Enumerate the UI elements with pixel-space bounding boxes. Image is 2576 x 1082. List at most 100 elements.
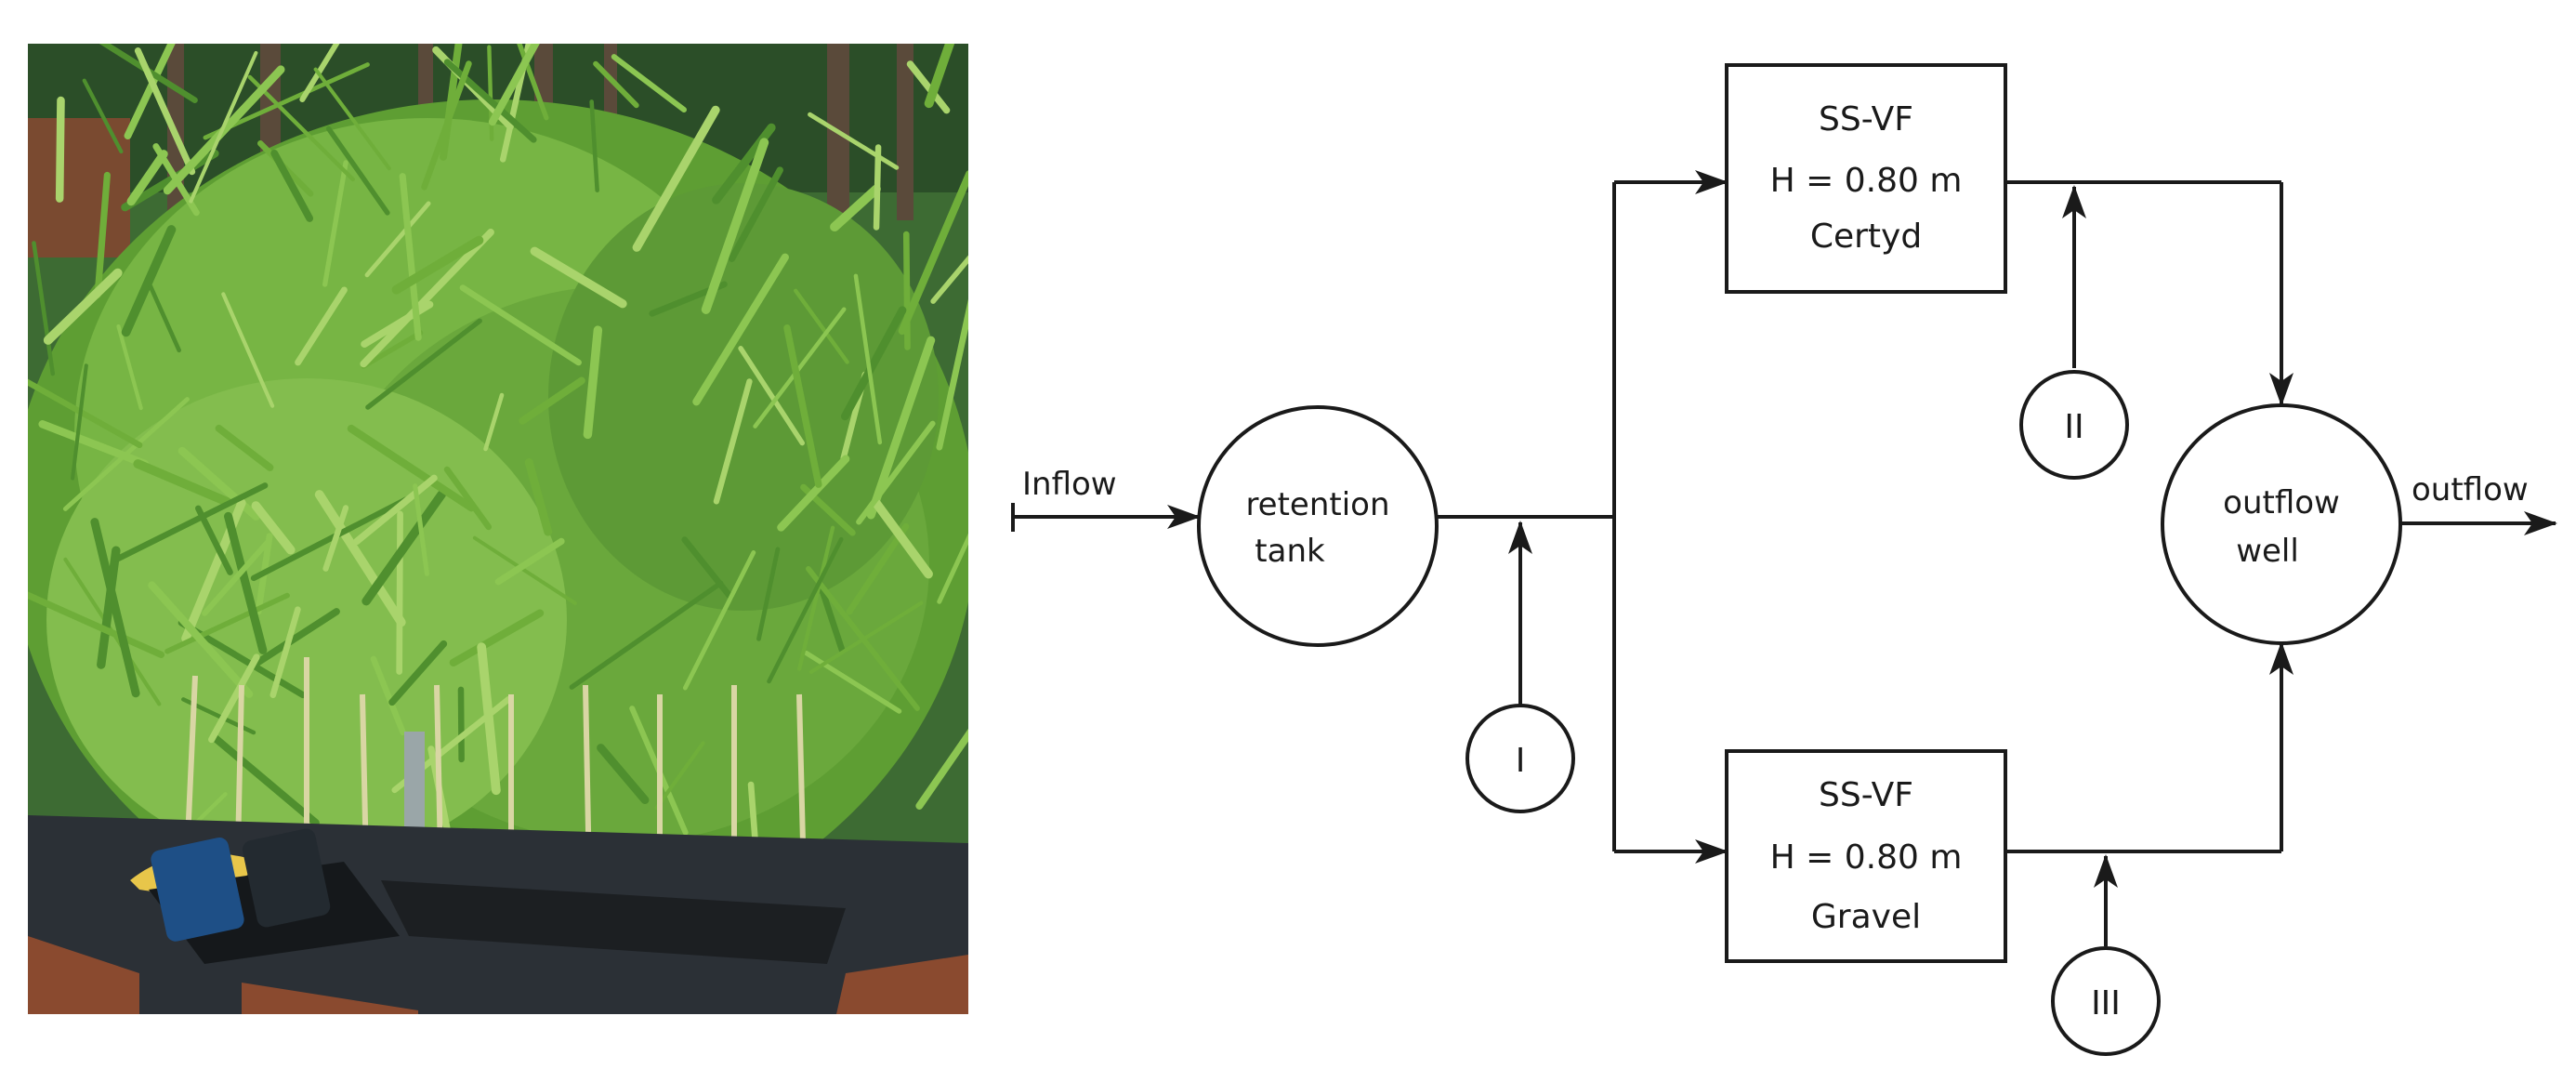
reed-leaf bbox=[94, 171, 111, 299]
reed-leaf bbox=[915, 728, 968, 810]
reed-leaf bbox=[830, 184, 881, 232]
reed-leaf bbox=[924, 44, 955, 109]
reed-leaf bbox=[593, 60, 639, 109]
reed-leaf bbox=[783, 324, 822, 488]
inflow-label: Inflow bbox=[1022, 466, 1117, 503]
reed-leaf bbox=[519, 376, 585, 425]
reed-leaf bbox=[121, 225, 177, 337]
reed-leaf bbox=[116, 323, 143, 411]
reed-leaf bbox=[90, 518, 140, 698]
reed-leaf bbox=[806, 566, 920, 711]
reed-leaf bbox=[361, 490, 446, 606]
nodes bbox=[1197, 63, 2402, 1056]
sample-point-I-label: I bbox=[1516, 742, 1526, 780]
reed-leaf bbox=[189, 50, 258, 204]
reed-leaf bbox=[148, 581, 254, 698]
reed-leaf bbox=[251, 501, 296, 555]
reed-leaf bbox=[347, 424, 476, 512]
reed-leaf bbox=[459, 284, 582, 366]
meter-device-1 bbox=[151, 838, 244, 942]
wooden-fence bbox=[28, 118, 130, 257]
reed-leaf bbox=[793, 288, 849, 364]
reed-leaf bbox=[872, 498, 933, 579]
reed-leaf bbox=[221, 292, 275, 408]
sample-point-I bbox=[1465, 704, 1575, 813]
reed-leaf bbox=[753, 307, 847, 429]
sample-point-III-label: III bbox=[2091, 984, 2121, 1023]
reed-leaf bbox=[325, 125, 390, 216]
reed-leaf bbox=[443, 466, 493, 531]
reed-leaf bbox=[906, 60, 951, 114]
reed-leaf bbox=[692, 253, 789, 406]
reed-leaf bbox=[364, 201, 431, 278]
reed-leaf bbox=[215, 424, 274, 471]
reed-bed-photo bbox=[28, 44, 968, 1014]
reed-leaf bbox=[97, 546, 121, 669]
retention-tank-label-line-2: tank bbox=[1255, 533, 1325, 570]
reed-leaf bbox=[517, 44, 549, 121]
reed-leaf bbox=[682, 550, 756, 691]
reed-leaf bbox=[71, 363, 88, 481]
reed-leaf bbox=[856, 420, 936, 525]
reed-leaf bbox=[208, 653, 260, 744]
sample-point-II bbox=[2019, 370, 2129, 480]
filter-top-box bbox=[1725, 63, 2007, 294]
reed-leaf bbox=[611, 54, 687, 113]
filter-bottom-box bbox=[1725, 749, 2007, 963]
filter-top-line-1: SS-VF bbox=[1819, 100, 1913, 139]
reed-leaf bbox=[121, 149, 219, 212]
reed-leaf bbox=[148, 284, 181, 353]
reed-leaf bbox=[224, 511, 268, 654]
reed-leaf bbox=[583, 325, 603, 440]
reed-leaf bbox=[322, 160, 348, 287]
reed-leaf bbox=[808, 600, 924, 674]
reed-leaf bbox=[866, 336, 936, 520]
reed-leaf bbox=[777, 455, 850, 532]
reed-leaf bbox=[28, 378, 143, 449]
reed-leaf bbox=[370, 655, 406, 736]
reed-leaf bbox=[253, 608, 340, 667]
reed-leaf bbox=[654, 741, 705, 811]
reed-leaf bbox=[399, 173, 422, 341]
reed-leaf bbox=[413, 483, 430, 576]
reed-leaf bbox=[589, 99, 599, 192]
reed-leaf bbox=[421, 60, 472, 191]
reed-leaf bbox=[632, 105, 720, 252]
retention-tank-label-line-1: retention bbox=[1245, 486, 1389, 523]
sample-point-III bbox=[2051, 946, 2161, 1056]
wooden-support bbox=[28, 936, 139, 1014]
reed-leaf bbox=[250, 496, 409, 582]
reed-leaf bbox=[524, 457, 553, 536]
reed-leaf bbox=[808, 112, 900, 170]
reed-leaf bbox=[126, 150, 168, 206]
reed-leaf bbox=[360, 229, 494, 368]
reed-leaf bbox=[134, 47, 196, 176]
reed-leaf bbox=[365, 318, 482, 410]
reed-leaf bbox=[391, 235, 484, 295]
reed-leaf bbox=[295, 286, 348, 366]
reed-leaf bbox=[82, 78, 124, 154]
reed-leaf bbox=[396, 510, 403, 675]
reed-leaf bbox=[713, 378, 753, 505]
reed-leaf bbox=[804, 651, 902, 714]
reed-leaf bbox=[738, 346, 805, 446]
reed-leaf bbox=[819, 587, 846, 653]
outflow-well-label-line-1: outflow bbox=[2223, 484, 2340, 521]
reed-leaf bbox=[930, 255, 968, 304]
reed-leaf bbox=[210, 732, 320, 827]
reed-leaf bbox=[841, 306, 907, 421]
reed-leaf bbox=[133, 459, 231, 507]
reed-leaf bbox=[701, 138, 769, 314]
reed-leaf bbox=[269, 606, 301, 698]
reed-leaf bbox=[28, 591, 165, 658]
reed-leaf bbox=[483, 392, 505, 452]
reed-leaf bbox=[873, 144, 882, 231]
outflow-well-node bbox=[2161, 403, 2402, 645]
reed-leaf bbox=[767, 536, 844, 684]
reed-leaf bbox=[449, 609, 545, 667]
reed-leaf bbox=[472, 535, 577, 605]
photo-illustration bbox=[28, 44, 968, 1014]
reed-leaf bbox=[247, 74, 355, 182]
reed-leaf bbox=[313, 67, 391, 171]
reed-leaf bbox=[113, 482, 269, 562]
